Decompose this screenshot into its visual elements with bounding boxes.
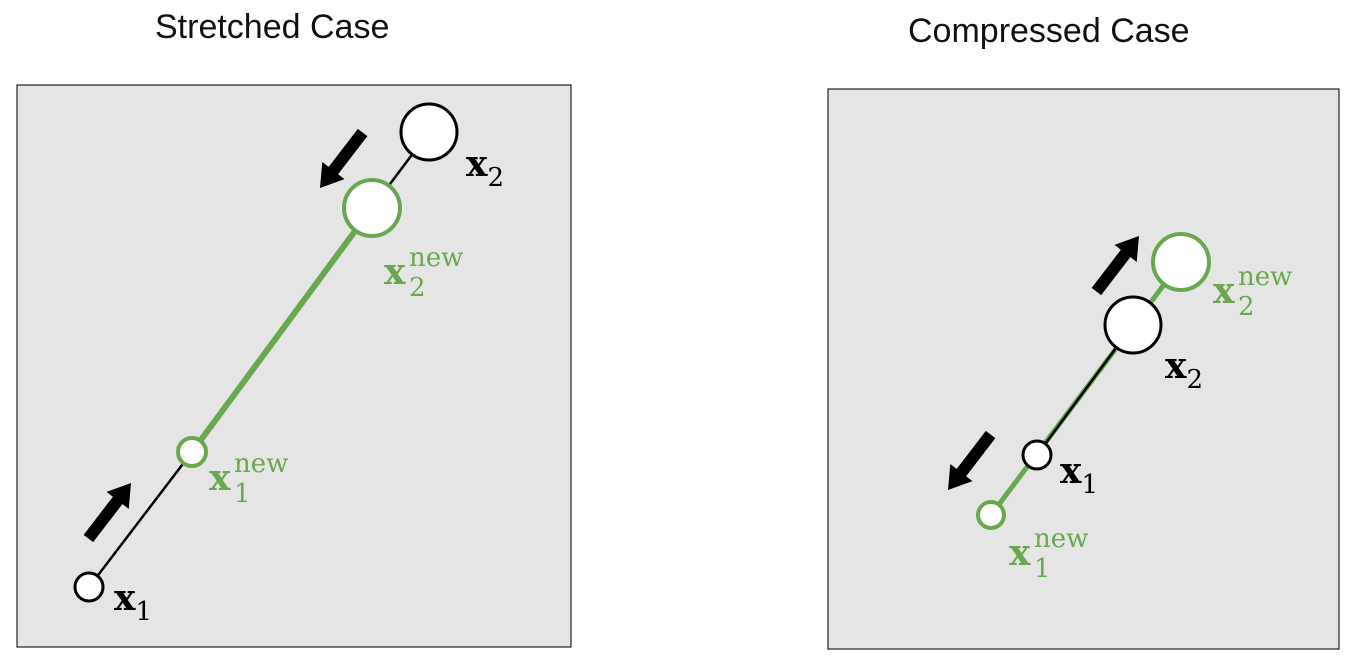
compressed-case-panel: x 2 new x2 x1 x 1 new <box>827 88 1340 650</box>
label-x2-new-sup: new <box>1238 262 1292 292</box>
label-x1-new-sub: 1 <box>1034 554 1051 584</box>
stretched-case-title: Stretched Case <box>155 8 390 46</box>
label-x2-new-sub: 2 <box>1238 292 1255 322</box>
node-x2 <box>399 102 459 162</box>
label-x2: x2 <box>466 143 504 193</box>
arrow-up-right-icon <box>83 483 131 543</box>
label-x2-new: x <box>384 251 406 293</box>
arrow-up-right-icon <box>1091 236 1139 296</box>
label-x1-new: x <box>1009 532 1031 574</box>
new-spring-segment <box>189 206 375 454</box>
arrow-down-left-icon <box>948 430 996 490</box>
node-x1 <box>1021 439 1053 471</box>
node-x1-new <box>176 436 208 468</box>
label-x2-new-sub: 2 <box>409 273 426 303</box>
label-x1-new-sub: 1 <box>234 479 251 509</box>
stretched-panel-background <box>16 84 572 648</box>
label-x1-new: x <box>209 457 231 499</box>
label-x1-new-sup: new <box>234 449 288 479</box>
spring-segment-lower <box>88 451 193 588</box>
node-x2 <box>1103 295 1163 355</box>
node-x1 <box>73 571 105 603</box>
label-x1: x1 <box>114 577 152 627</box>
node-x1-new <box>976 500 1006 530</box>
label-x2: x2 <box>1165 345 1203 395</box>
compressed-case-title: Compressed Case <box>908 12 1190 50</box>
node-x2-new <box>342 178 402 238</box>
arrow-down-left-icon <box>320 128 368 188</box>
node-x2-new <box>1151 232 1211 292</box>
label-x2-new-sup: new <box>409 243 463 273</box>
compressed-panel-background <box>827 88 1340 650</box>
stretched-case-panel: x2 x 2 new x 1 new x1 <box>16 84 572 648</box>
label-x1: x1 <box>1060 450 1098 500</box>
label-x1-new-sup: new <box>1034 524 1088 554</box>
label-x2-new: x <box>1213 270 1235 312</box>
